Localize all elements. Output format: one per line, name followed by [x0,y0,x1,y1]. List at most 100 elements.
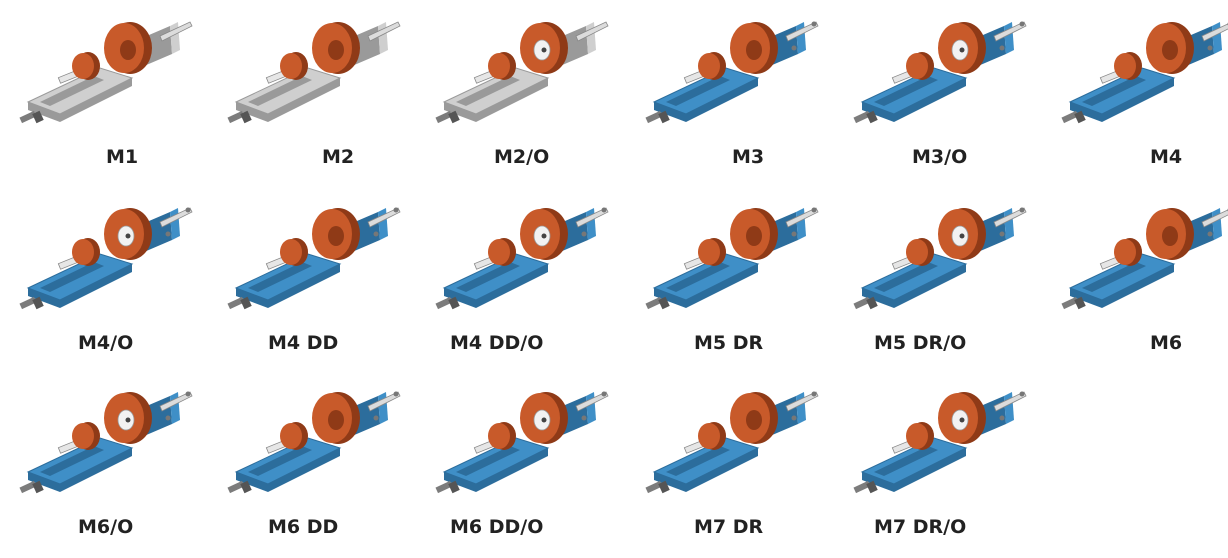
rod-knob [1019,391,1025,397]
rod-knob [811,21,817,27]
base-front [236,472,268,492]
winder-illustration [227,21,401,124]
roll-core [328,410,344,430]
roll-axle [959,233,965,239]
base-side [686,448,758,492]
adjuster-knob [1074,296,1086,310]
base-side [268,78,340,122]
base-side [686,264,758,308]
model-card: M5 DR [645,200,826,370]
adjuster-knob [658,480,670,494]
rod-knob [811,391,817,397]
shaft-rod [367,21,401,42]
winder-illustration [645,207,819,310]
small-roll [280,423,302,449]
shaft-rod [785,21,819,42]
adjuster-screw [19,480,37,494]
adjuster-screw [1061,296,1079,310]
rod-knob [999,45,1005,51]
rod-knob [791,45,797,51]
small-roll [72,239,94,265]
model-label: M6 DD [268,516,339,538]
base-slot [40,262,104,292]
adjuster-knob [240,480,252,494]
base-side [60,264,132,308]
shaft-rod [575,391,609,412]
model-card: M1 [19,14,200,184]
winder-illustration [853,391,1027,494]
model-label: M4/O [78,332,134,354]
base-front [444,472,476,492]
adjuster-screw [853,296,871,310]
winder-illustration [1061,22,1228,124]
model-label: M5 DR/O [874,332,967,354]
model-card: M3/O [853,14,1034,184]
model-card: M6 [1061,200,1228,370]
rod-knob [601,391,607,397]
base-front [444,102,476,122]
base-front [862,288,894,308]
base-front [236,102,268,122]
adjuster-knob [240,110,252,124]
base-slot [874,262,938,292]
model-label: M1 [106,146,139,168]
small-roll [488,423,510,449]
roll-core [1162,40,1178,60]
adjuster-screw [1061,110,1079,124]
model-card: M4 DD/O [435,200,616,370]
rod-knob [791,415,797,421]
small-roll [488,53,510,79]
shaft-rod [367,391,401,412]
roll-core [746,40,762,60]
roll-axle [541,47,547,53]
rod-knob [1207,45,1213,51]
winder-illustration [1061,208,1228,310]
rod-knob [1019,207,1025,213]
adjuster-knob [32,110,44,124]
base-slot [666,76,730,106]
adjuster-knob [240,296,252,310]
model-card: M4/O [19,200,200,370]
model-card: M2 [227,14,408,184]
adjuster-screw [227,296,245,310]
winder-illustration [435,391,609,494]
roll-core [328,40,344,60]
rod-knob [999,231,1005,237]
small-roll [698,423,720,449]
adjuster-knob [448,480,460,494]
shaft-rod [159,21,193,42]
adjuster-knob [658,110,670,124]
adjuster-knob [32,480,44,494]
rod-knob [185,391,191,397]
base-side [60,448,132,492]
model-card: M3 [645,14,826,184]
base-side [476,448,548,492]
roll-axle [125,417,131,423]
small-roll [906,239,928,265]
small-roll [698,239,720,265]
adjuster-knob [448,296,460,310]
adjuster-knob [658,296,670,310]
adjuster-knob [866,110,878,124]
adjuster-screw [435,480,453,494]
rod-knob [185,207,191,213]
model-card: M7 DR/O [853,384,1034,554]
roll-axle [541,417,547,423]
base-side [894,264,966,308]
roll-core [746,226,762,246]
shaft-rod [159,391,193,412]
model-card: M6 DD/O [435,384,616,554]
base-slot [40,76,104,106]
winder-illustration [19,21,193,124]
base-front [654,288,686,308]
model-card: M6/O [19,384,200,554]
base-side [1102,264,1174,308]
winder-illustration [645,21,819,124]
model-card: M4 DD [227,200,408,370]
base-slot [456,262,520,292]
model-label: M2 [322,146,355,168]
rod-knob [165,415,171,421]
winder-illustration [435,207,609,310]
base-front [236,288,268,308]
model-card: M7 DR [645,384,826,554]
